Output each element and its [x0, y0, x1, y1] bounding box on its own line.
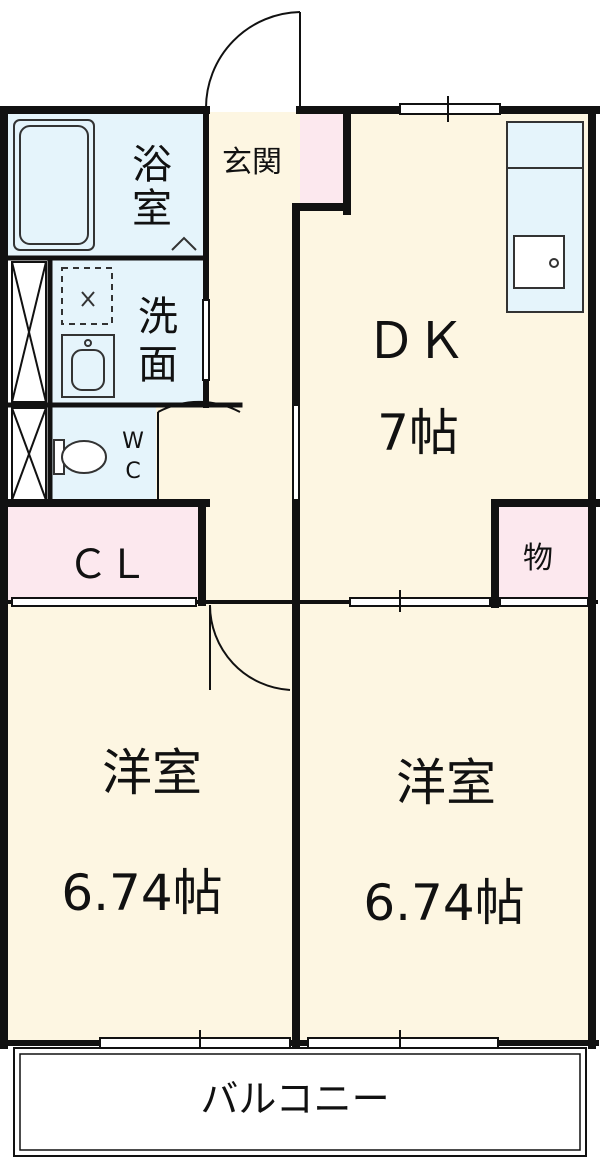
toilet-door-icon [157, 400, 241, 500]
room-door-icon [208, 604, 291, 691]
balcony-label: バルコニー [200, 1077, 389, 1121]
washroom-label-2: 面 [138, 342, 178, 388]
western-room-right-size: 6.74帖 [363, 874, 524, 932]
closet-area [8, 505, 200, 600]
closet-label: ＣＬ [68, 542, 148, 588]
storage-label: 物 [523, 541, 553, 576]
toilet-label-2: C [125, 459, 140, 484]
pipe-shaft-area [8, 260, 50, 500]
western-room-left-label: 洋室 [102, 744, 202, 802]
toilet-label-1: W [122, 429, 144, 454]
bath-label-1: 浴 [132, 142, 172, 188]
entrance-box-area-top [300, 112, 347, 207]
balcony [13, 1047, 587, 1157]
western-room-left-area [8, 602, 296, 1042]
toilet-icon [53, 439, 107, 475]
kitchen-sink-icon [506, 121, 584, 313]
washroom-area [50, 260, 206, 405]
entrance-label: 玄関 [222, 145, 282, 180]
room-fills [8, 112, 592, 1042]
washroom-label-1: 洗 [138, 294, 178, 340]
western-room-right-label: 洋室 [396, 754, 496, 812]
bath-label-2: 室 [132, 186, 172, 232]
bathtub-icon [13, 119, 95, 251]
washbasin-icon [61, 334, 115, 398]
storage-area [495, 505, 592, 600]
door-swings [157, 11, 301, 691]
dk-size: 7帖 [377, 404, 459, 462]
bath-drain-icon [171, 236, 197, 251]
western-room-left-size: 6.74帖 [61, 864, 222, 922]
entrance-door-icon [205, 11, 301, 109]
dk-label: ＤＫ [366, 312, 466, 370]
entrance-area [206, 112, 300, 207]
pipe-shaft [11, 261, 47, 501]
western-room-right-area [300, 602, 592, 1042]
washing-machine-icon [61, 267, 113, 325]
